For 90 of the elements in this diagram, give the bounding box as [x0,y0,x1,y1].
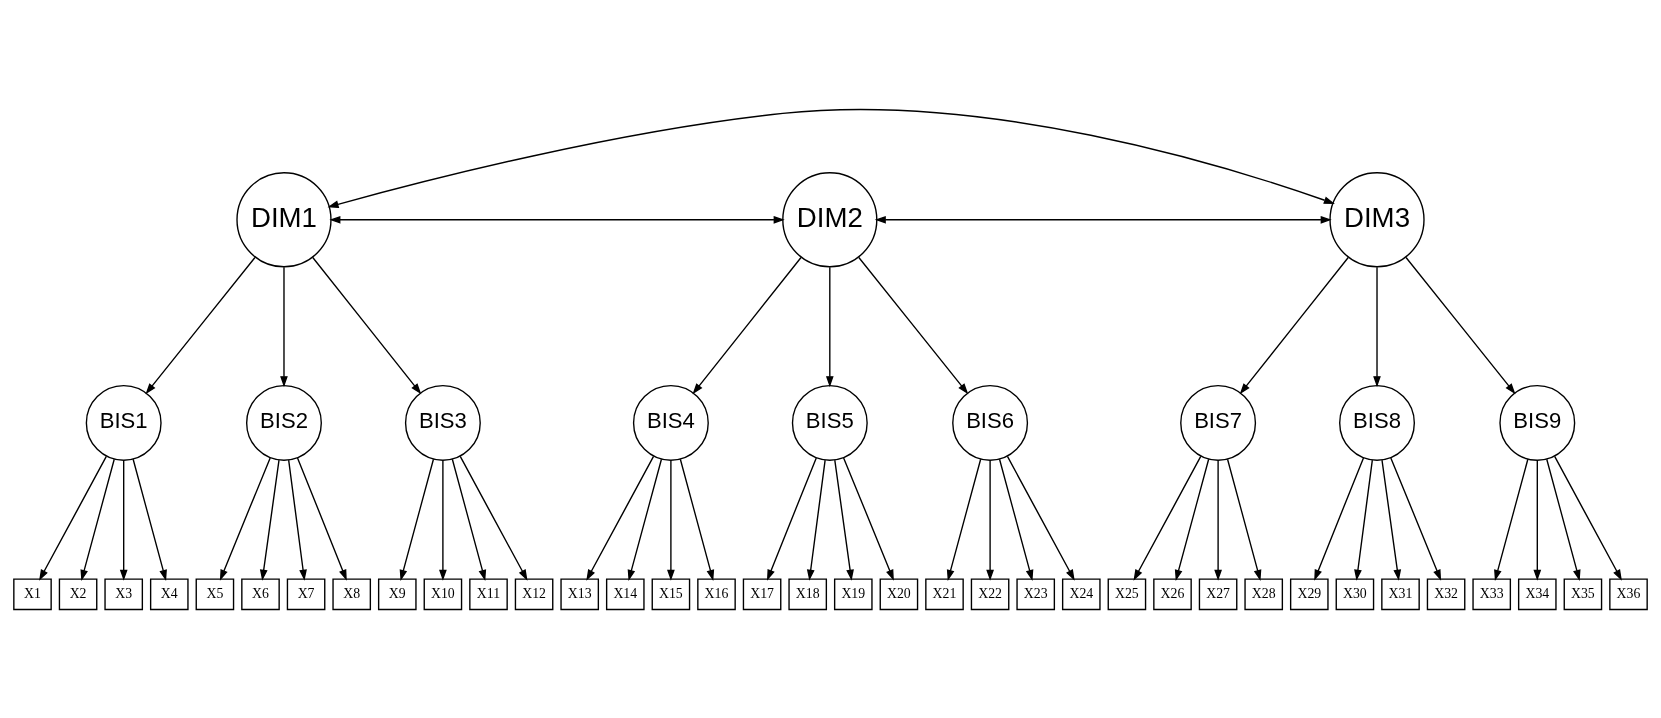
node-circle: DIM2 [782,171,878,267]
node-box: X11 [469,577,508,610]
arrow [767,456,817,581]
arrow [946,458,982,581]
node-box: X3 [104,577,144,610]
arrow [280,265,288,387]
arrow [1314,456,1365,581]
node-box: X14 [605,577,645,610]
arrow [1006,455,1075,581]
node-box: X9 [377,577,417,610]
node-box: X25 [1107,577,1147,610]
node-box: X36 [1609,577,1648,610]
arrow [145,256,256,394]
node-box: X21 [925,577,964,610]
node-box: X24 [1061,577,1101,610]
arrow [329,215,785,224]
arrow [80,458,115,581]
node-box: X5 [195,577,235,610]
node-box: X33 [1472,577,1512,610]
arrow [1174,458,1210,581]
arrow [259,458,280,581]
node-box: X2 [58,577,98,610]
node-box: X12 [514,577,554,610]
node-box: X7 [286,577,326,610]
arrow [119,459,128,581]
node-box: X22 [970,577,1010,610]
arrow [1494,458,1529,581]
arrow [439,459,447,581]
arrow [1373,265,1381,387]
node-box: X30 [1335,577,1375,610]
arrow [296,456,347,581]
arrow [288,458,307,581]
arrow [1390,456,1442,581]
node-box: X29 [1289,577,1329,610]
node-circle: DIM3 [1329,171,1425,267]
node-box: X35 [1563,577,1603,610]
arrow [327,108,1335,208]
node-box: X27 [1198,577,1238,610]
arrow [1354,458,1373,581]
node-box: X15 [651,577,691,610]
arrow [874,215,1332,224]
node-box: X13 [560,577,600,610]
node-box: X17 [742,577,782,610]
node-circle: BIS2 [246,384,322,461]
arrow [312,256,422,394]
arrow [692,256,802,394]
arrow [132,458,167,581]
node-circle: DIM1 [236,171,332,267]
arrow [1546,458,1581,581]
node-box: X20 [879,577,919,610]
arrow [1133,455,1202,581]
node-box: X31 [1381,577,1420,610]
arrow [459,455,528,581]
arrow [858,256,969,394]
node-box: X18 [788,577,828,610]
node-box: X28 [1244,577,1284,610]
arrow [219,456,271,581]
arrow [667,459,675,581]
arrow [998,458,1034,581]
arrow [825,265,834,387]
arrow [586,455,655,581]
arrow [1554,455,1622,581]
node-box: X1 [13,577,52,610]
arrow [1239,256,1349,394]
arrow [1214,459,1222,581]
arrow [451,458,487,581]
arrow [1226,458,1262,581]
node-box: X32 [1426,577,1466,610]
node-box: X34 [1517,577,1557,610]
arrow [986,459,994,581]
node-box: X16 [697,577,736,610]
arrow [39,455,107,581]
node-box: X4 [149,577,189,610]
arrow [1381,458,1402,581]
node-circle: BIS5 [791,384,868,461]
node-box: X23 [1016,577,1056,610]
arrow [834,458,854,581]
node-box: X10 [423,577,463,610]
node-box: X6 [241,577,280,610]
arrow [679,458,715,581]
node-circle: BIS8 [1339,384,1415,461]
arrow [1533,459,1542,581]
node-box: X8 [332,577,372,610]
arrow [806,458,826,581]
arrow [1405,256,1516,394]
node-box: X26 [1153,577,1192,610]
arrow [627,458,663,581]
arrow [842,456,894,581]
node-box: X19 [833,577,873,610]
arrow [399,458,435,581]
